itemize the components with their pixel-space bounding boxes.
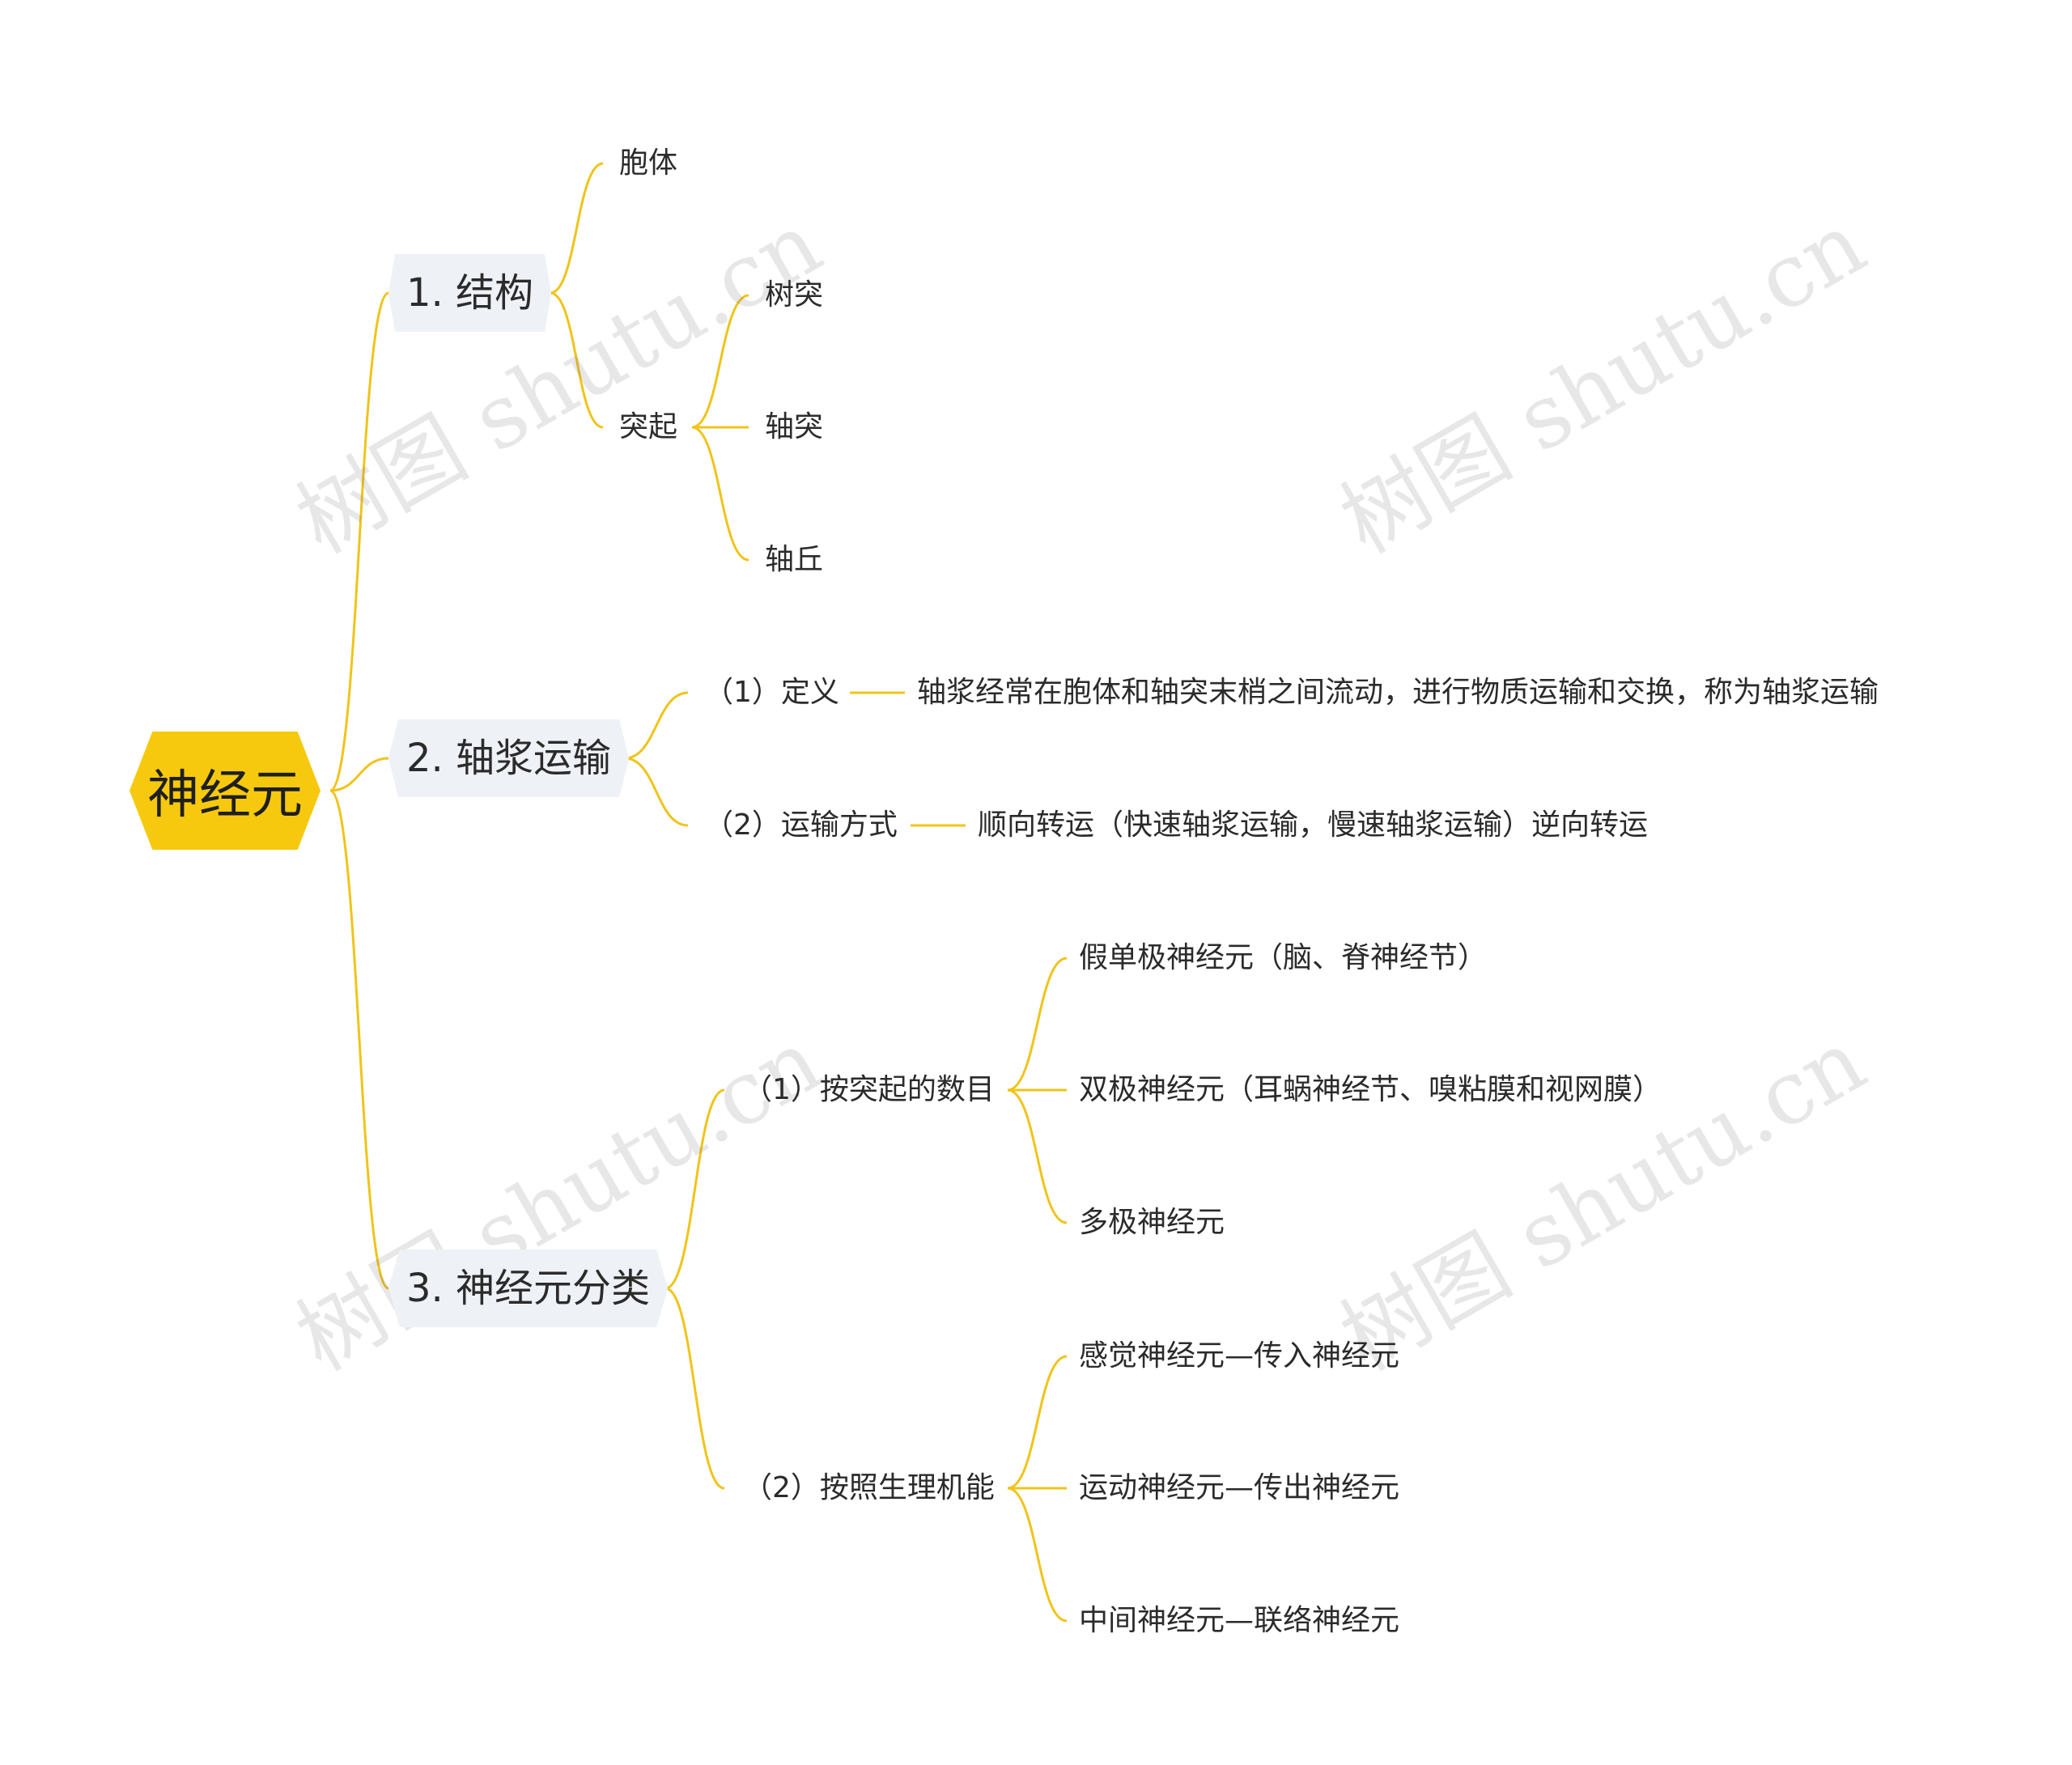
branch-to-child-line <box>1007 1355 1068 1490</box>
root-to-branch-line <box>329 757 389 792</box>
node-cell-body[interactable]: 胞体 <box>619 146 678 180</box>
node-pseudounipolar[interactable]: 假单极神经元（脑、脊神经节） <box>1079 941 1488 974</box>
branch-node-structure[interactable]: 1. 结构 <box>388 254 552 332</box>
branch-to-child-line <box>550 162 604 295</box>
node-process[interactable]: 突起 <box>619 410 678 443</box>
node-axon[interactable]: 轴突 <box>765 410 824 443</box>
node-bipolar[interactable]: 双极神经元（耳蜗神经节、嗅粘膜和视网膜） <box>1079 1073 1662 1106</box>
root-to-branch-line <box>329 291 389 792</box>
node-transport-mode-detail[interactable]: 顺向转运（快速轴浆运输，慢速轴浆运输）逆向转运 <box>978 808 1649 842</box>
node-axon-hillock[interactable]: 轴丘 <box>765 543 824 576</box>
root-to-branch-line <box>329 789 389 1290</box>
branch-to-child-line <box>1007 1487 1068 1623</box>
node-transport-mode[interactable]: （2）运输方式 <box>704 808 898 842</box>
node-interneuron[interactable]: 中间神经元—联络神经元 <box>1079 1604 1400 1637</box>
node-motor[interactable]: 运动神经元—传出神经元 <box>1079 1471 1400 1504</box>
branch-node-classification[interactable]: 3. 神经元分类 <box>388 1250 669 1327</box>
node-sensory[interactable]: 感觉神经元—传入神经元 <box>1079 1339 1400 1373</box>
branch-node-axoplasmic-transport[interactable]: 2. 轴浆运输 <box>388 719 630 797</box>
branch-to-child-line <box>691 294 749 429</box>
root-node[interactable]: 神经元 <box>130 732 321 850</box>
branch-to-child-line <box>624 691 689 760</box>
node-definition[interactable]: （1）定义 <box>704 676 839 709</box>
node-dendrite[interactable]: 树突 <box>765 278 824 312</box>
node-by-function[interactable]: （2）按照生理机能 <box>743 1471 995 1504</box>
node-definition-detail[interactable]: 轴浆经常在胞体和轴突末梢之间流动，进行物质运输和交换，称为轴浆运输 <box>917 676 1879 709</box>
branch-to-child-line <box>1007 957 1068 1092</box>
node-by-process-count[interactable]: （1）按突起的数目 <box>743 1073 995 1106</box>
branch-to-child-line <box>691 426 749 562</box>
branch-to-child-line <box>550 291 604 429</box>
branch-to-child-line <box>664 1287 725 1490</box>
branch-to-child-line <box>664 1088 725 1290</box>
branch-to-child-line <box>624 757 689 827</box>
node-multipolar[interactable]: 多极神经元 <box>1079 1206 1225 1239</box>
branch-to-child-line <box>1007 1088 1068 1224</box>
